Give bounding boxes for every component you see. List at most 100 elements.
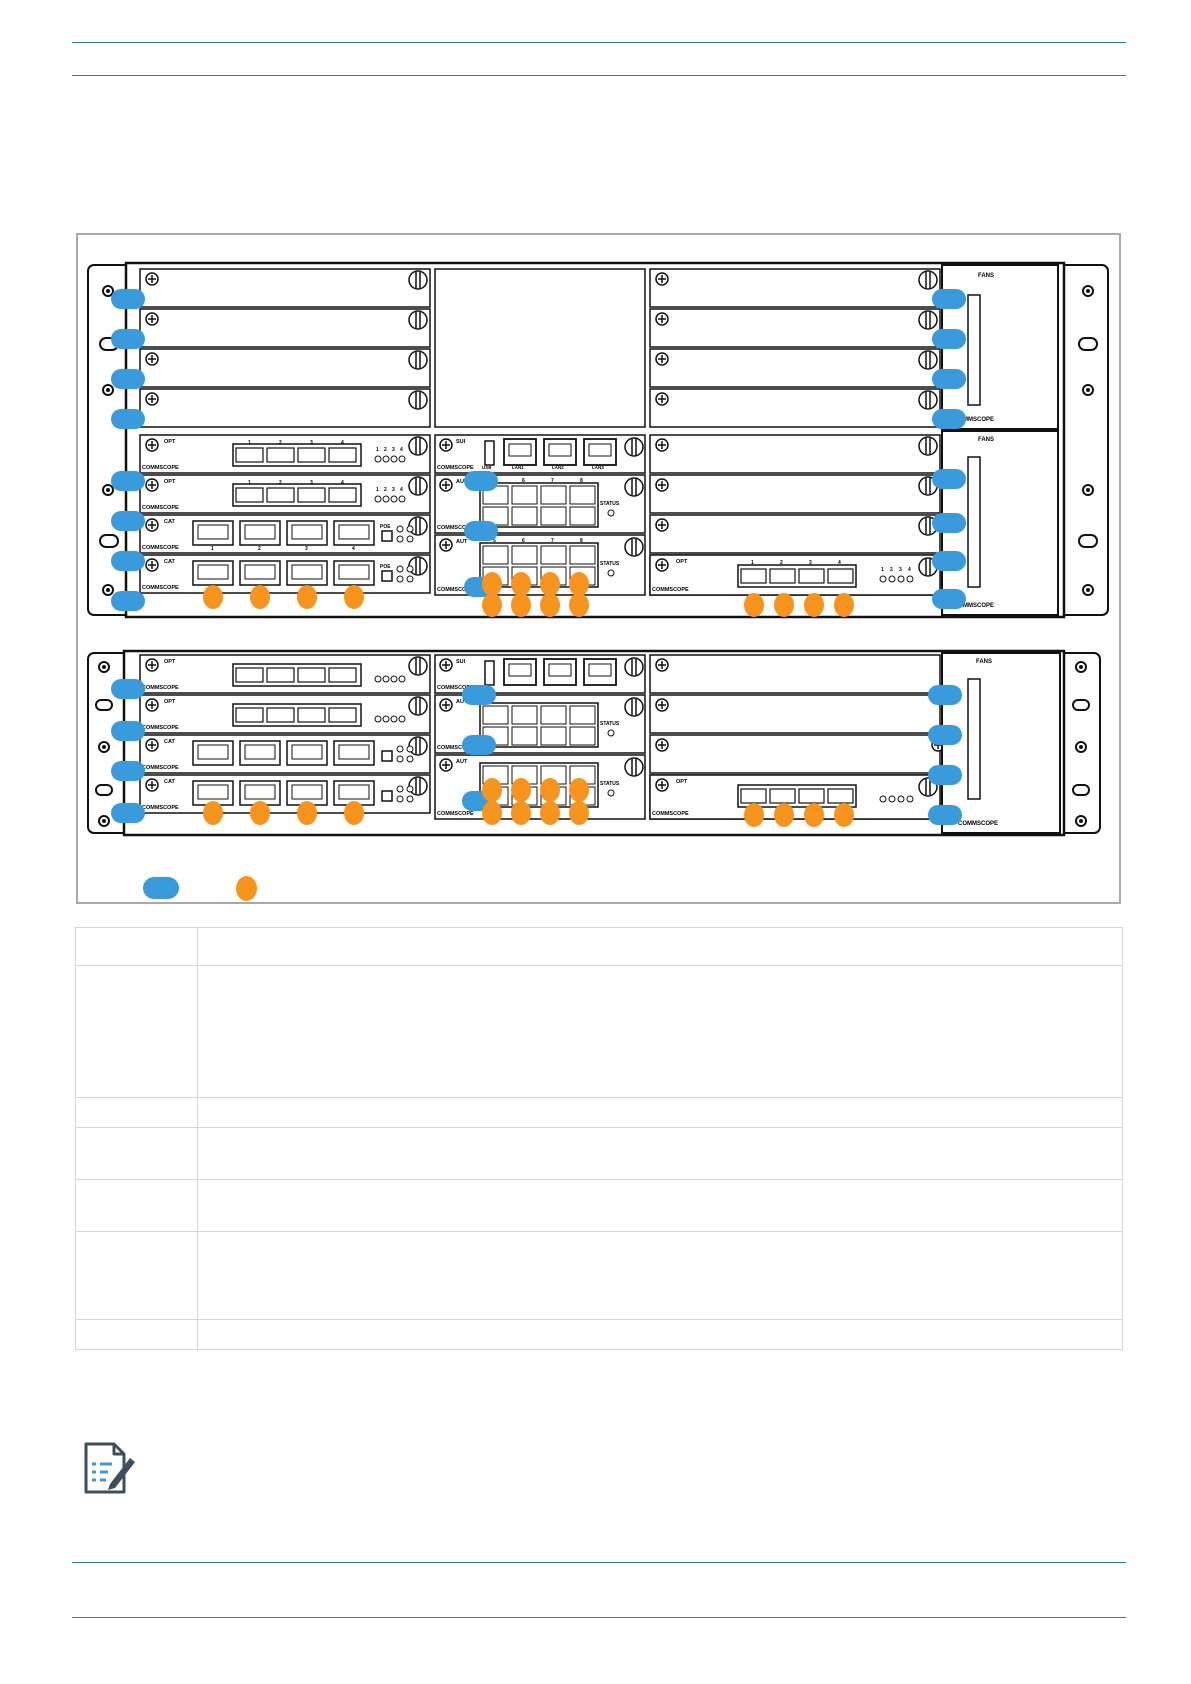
sfp-port bbox=[328, 447, 357, 463]
status-led-icon bbox=[406, 575, 414, 583]
sfp-port bbox=[827, 568, 854, 584]
callout-marker bbox=[744, 593, 764, 617]
callout-marker bbox=[511, 801, 531, 825]
callouts-orange bbox=[203, 572, 854, 827]
sfp-port bbox=[235, 447, 264, 463]
status-led-icon bbox=[897, 575, 905, 583]
callout-marker bbox=[569, 593, 589, 617]
callout-marker bbox=[111, 409, 145, 429]
note-pencil-icon bbox=[80, 1440, 136, 1496]
status-led-icon bbox=[396, 535, 404, 543]
spec-table bbox=[75, 927, 1123, 1350]
sfp-port bbox=[769, 568, 796, 584]
callout-marker bbox=[111, 289, 145, 309]
module-type-label: AUT bbox=[456, 759, 468, 765]
chassis-figure: FANS COMMSCOPE FANS COMMSCOPE OPT COMMSCO… bbox=[76, 233, 1121, 904]
usb-port bbox=[484, 440, 495, 466]
port-number: 4 bbox=[352, 546, 355, 552]
antenna-port bbox=[569, 726, 596, 746]
upper-chassis: FANS COMMSCOPE FANS COMMSCOPE OPT COMMSCO… bbox=[87, 261, 1109, 619]
callout-marker bbox=[774, 593, 794, 617]
callout-marker bbox=[928, 805, 962, 825]
module-brand-label: COMMSCOPE bbox=[142, 765, 179, 771]
module-type-label: OPT bbox=[676, 779, 688, 785]
port-number: 3 bbox=[310, 480, 313, 486]
status-led-icon bbox=[396, 745, 404, 753]
antenna-port bbox=[569, 485, 596, 505]
module-type-label: OPT bbox=[164, 659, 176, 665]
callout-marker bbox=[111, 329, 145, 349]
callout-marker bbox=[111, 551, 145, 571]
status-label: STATUS bbox=[600, 721, 620, 727]
status-led-icon bbox=[374, 675, 382, 683]
status-led-icon bbox=[879, 575, 887, 583]
sfp-port bbox=[328, 707, 357, 723]
callout-marker bbox=[774, 803, 794, 827]
module-type-label: AUT bbox=[456, 479, 468, 485]
status-led-icon bbox=[406, 745, 414, 753]
sfp-port bbox=[297, 667, 326, 683]
callout-marker bbox=[569, 778, 589, 802]
module-type-label: CAT bbox=[164, 779, 176, 785]
antenna-port bbox=[540, 506, 567, 526]
status-led-icon bbox=[398, 715, 406, 723]
status-led-icon bbox=[879, 795, 887, 803]
legend-orange-callout bbox=[236, 876, 257, 901]
footer-rule-top bbox=[72, 1562, 1126, 1563]
callout-marker bbox=[932, 409, 966, 429]
status-led-icon bbox=[406, 525, 414, 533]
callout-marker bbox=[932, 289, 966, 309]
callout-marker bbox=[928, 725, 962, 745]
status-led-icon bbox=[382, 675, 390, 683]
fan-brand-1: COMMSCOPE bbox=[954, 417, 994, 423]
module-type-label: CAT bbox=[164, 739, 176, 745]
callout-marker bbox=[540, 572, 560, 596]
fans-label-1: FANS bbox=[978, 273, 994, 279]
port-number: 8 bbox=[580, 538, 583, 544]
callout-marker bbox=[540, 778, 560, 802]
module-type-label: OPT bbox=[676, 559, 688, 565]
led-number: 2 bbox=[384, 487, 387, 493]
antenna-port bbox=[511, 726, 538, 746]
module-brand-label: COMMSCOPE bbox=[437, 465, 474, 471]
port-number: 4 bbox=[341, 440, 344, 446]
status-led-icon bbox=[406, 755, 414, 763]
blank-panels-right bbox=[649, 268, 941, 428]
callout-marker bbox=[834, 593, 854, 617]
port-number: 3 bbox=[809, 560, 812, 566]
callout-marker bbox=[804, 803, 824, 827]
callout-marker bbox=[464, 471, 498, 491]
status-led-icon bbox=[390, 675, 398, 683]
led-number: 2 bbox=[384, 447, 387, 453]
antenna-port bbox=[482, 545, 509, 565]
module-type-label: OPT bbox=[164, 699, 176, 705]
sfp-port bbox=[266, 487, 295, 503]
port-label: LAN1 bbox=[512, 465, 524, 470]
antenna-port bbox=[540, 726, 567, 746]
lower-left-modules: OPTCOMMSCOPEOPTCOMMSCOPECATCOMMSCOPECATC… bbox=[139, 654, 431, 814]
header-rule-bottom bbox=[72, 75, 1126, 76]
antenna-port bbox=[540, 545, 567, 565]
chassis-drawing: FANS COMMSCOPE FANS COMMSCOPE OPT COMMSCO… bbox=[87, 261, 1109, 837]
callout-marker bbox=[569, 801, 589, 825]
header-rule-top bbox=[72, 42, 1126, 43]
status-led-icon bbox=[906, 575, 914, 583]
status-led-icon bbox=[906, 795, 914, 803]
module-brand-label: COMMSCOPE bbox=[142, 725, 179, 731]
status-led-icon bbox=[390, 715, 398, 723]
callout-marker bbox=[932, 329, 966, 349]
port-label: USB bbox=[482, 465, 492, 470]
sfp-port bbox=[328, 667, 357, 683]
antenna-port bbox=[569, 506, 596, 526]
status-led-icon bbox=[374, 495, 382, 503]
status-led-icon bbox=[382, 495, 390, 503]
status-led-icon bbox=[398, 455, 406, 463]
module-brand-label: COMMSCOPE bbox=[142, 465, 179, 471]
table-row bbox=[75, 1231, 1123, 1320]
callout-marker bbox=[111, 803, 145, 823]
fans-label-2: FANS bbox=[978, 437, 994, 443]
callout-marker bbox=[111, 679, 145, 699]
led-number: 4 bbox=[908, 567, 911, 573]
callout-marker bbox=[932, 589, 966, 609]
port-number: 5 bbox=[493, 538, 496, 544]
